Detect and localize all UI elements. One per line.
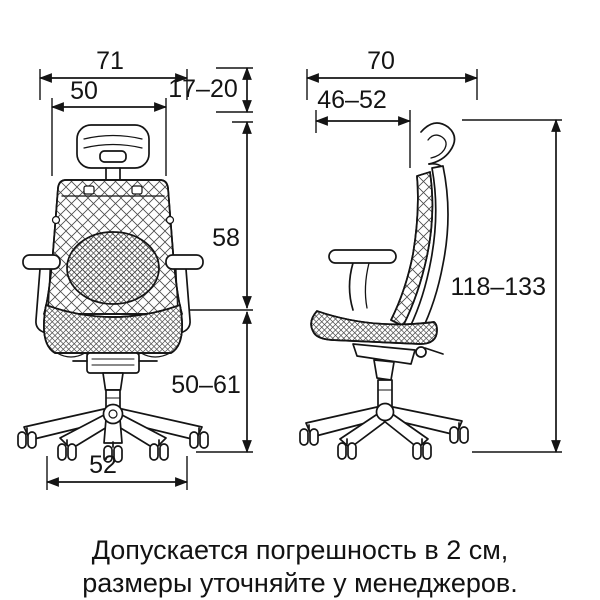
front-view-drawing <box>17 124 209 463</box>
dimension-front-backrest-width: 50 <box>50 77 168 176</box>
dimension-front-headrest-range: 17–20 <box>168 66 253 114</box>
dim-label-front-backrest-width: 50 <box>70 77 98 105</box>
dimension-side-overall-depth: 70 <box>305 47 479 100</box>
side-view-drawing <box>299 122 469 460</box>
front-backrest <box>43 179 183 315</box>
side-seat <box>310 310 438 345</box>
dim-label-side-overall-depth: 70 <box>367 47 395 75</box>
front-base <box>17 352 209 463</box>
dimension-front-seat-height: 50–61 <box>171 310 253 454</box>
dimension-front-overall-width: 71 <box>38 47 189 100</box>
dimension-side-seat-depth: 46–52 <box>314 86 412 168</box>
dim-label-front-seat-height: 50–61 <box>171 371 241 399</box>
dim-label-front-base-width: 52 <box>89 451 117 479</box>
dimension-side-overall-height: 118–133 <box>451 118 562 454</box>
side-armrest <box>328 249 397 311</box>
caption-line-1: Допускается погрешность в 2 см, <box>91 535 509 565</box>
dim-label-front-headrest-range: 17–20 <box>168 75 238 103</box>
side-backrest <box>390 165 449 333</box>
front-seat <box>43 304 183 358</box>
dimension-front-base-width: 52 <box>45 451 189 490</box>
front-armrests <box>22 254 204 337</box>
side-base <box>299 343 469 460</box>
side-headrest <box>420 122 456 168</box>
dim-label-side-seat-depth: 46–52 <box>317 86 387 114</box>
dim-label-side-overall-height: 118–133 <box>451 273 546 301</box>
caption-line-2: размеры уточняйте у менеджеров. <box>82 568 518 598</box>
dim-label-front-overall-width: 71 <box>96 47 124 75</box>
dim-label-front-backrest-height: 58 <box>212 224 240 252</box>
front-headrest <box>76 124 150 181</box>
dimension-front-backrest-height: 58 <box>190 120 253 311</box>
tolerance-caption: Допускается погрешность в 2 см, размеры … <box>0 534 600 600</box>
